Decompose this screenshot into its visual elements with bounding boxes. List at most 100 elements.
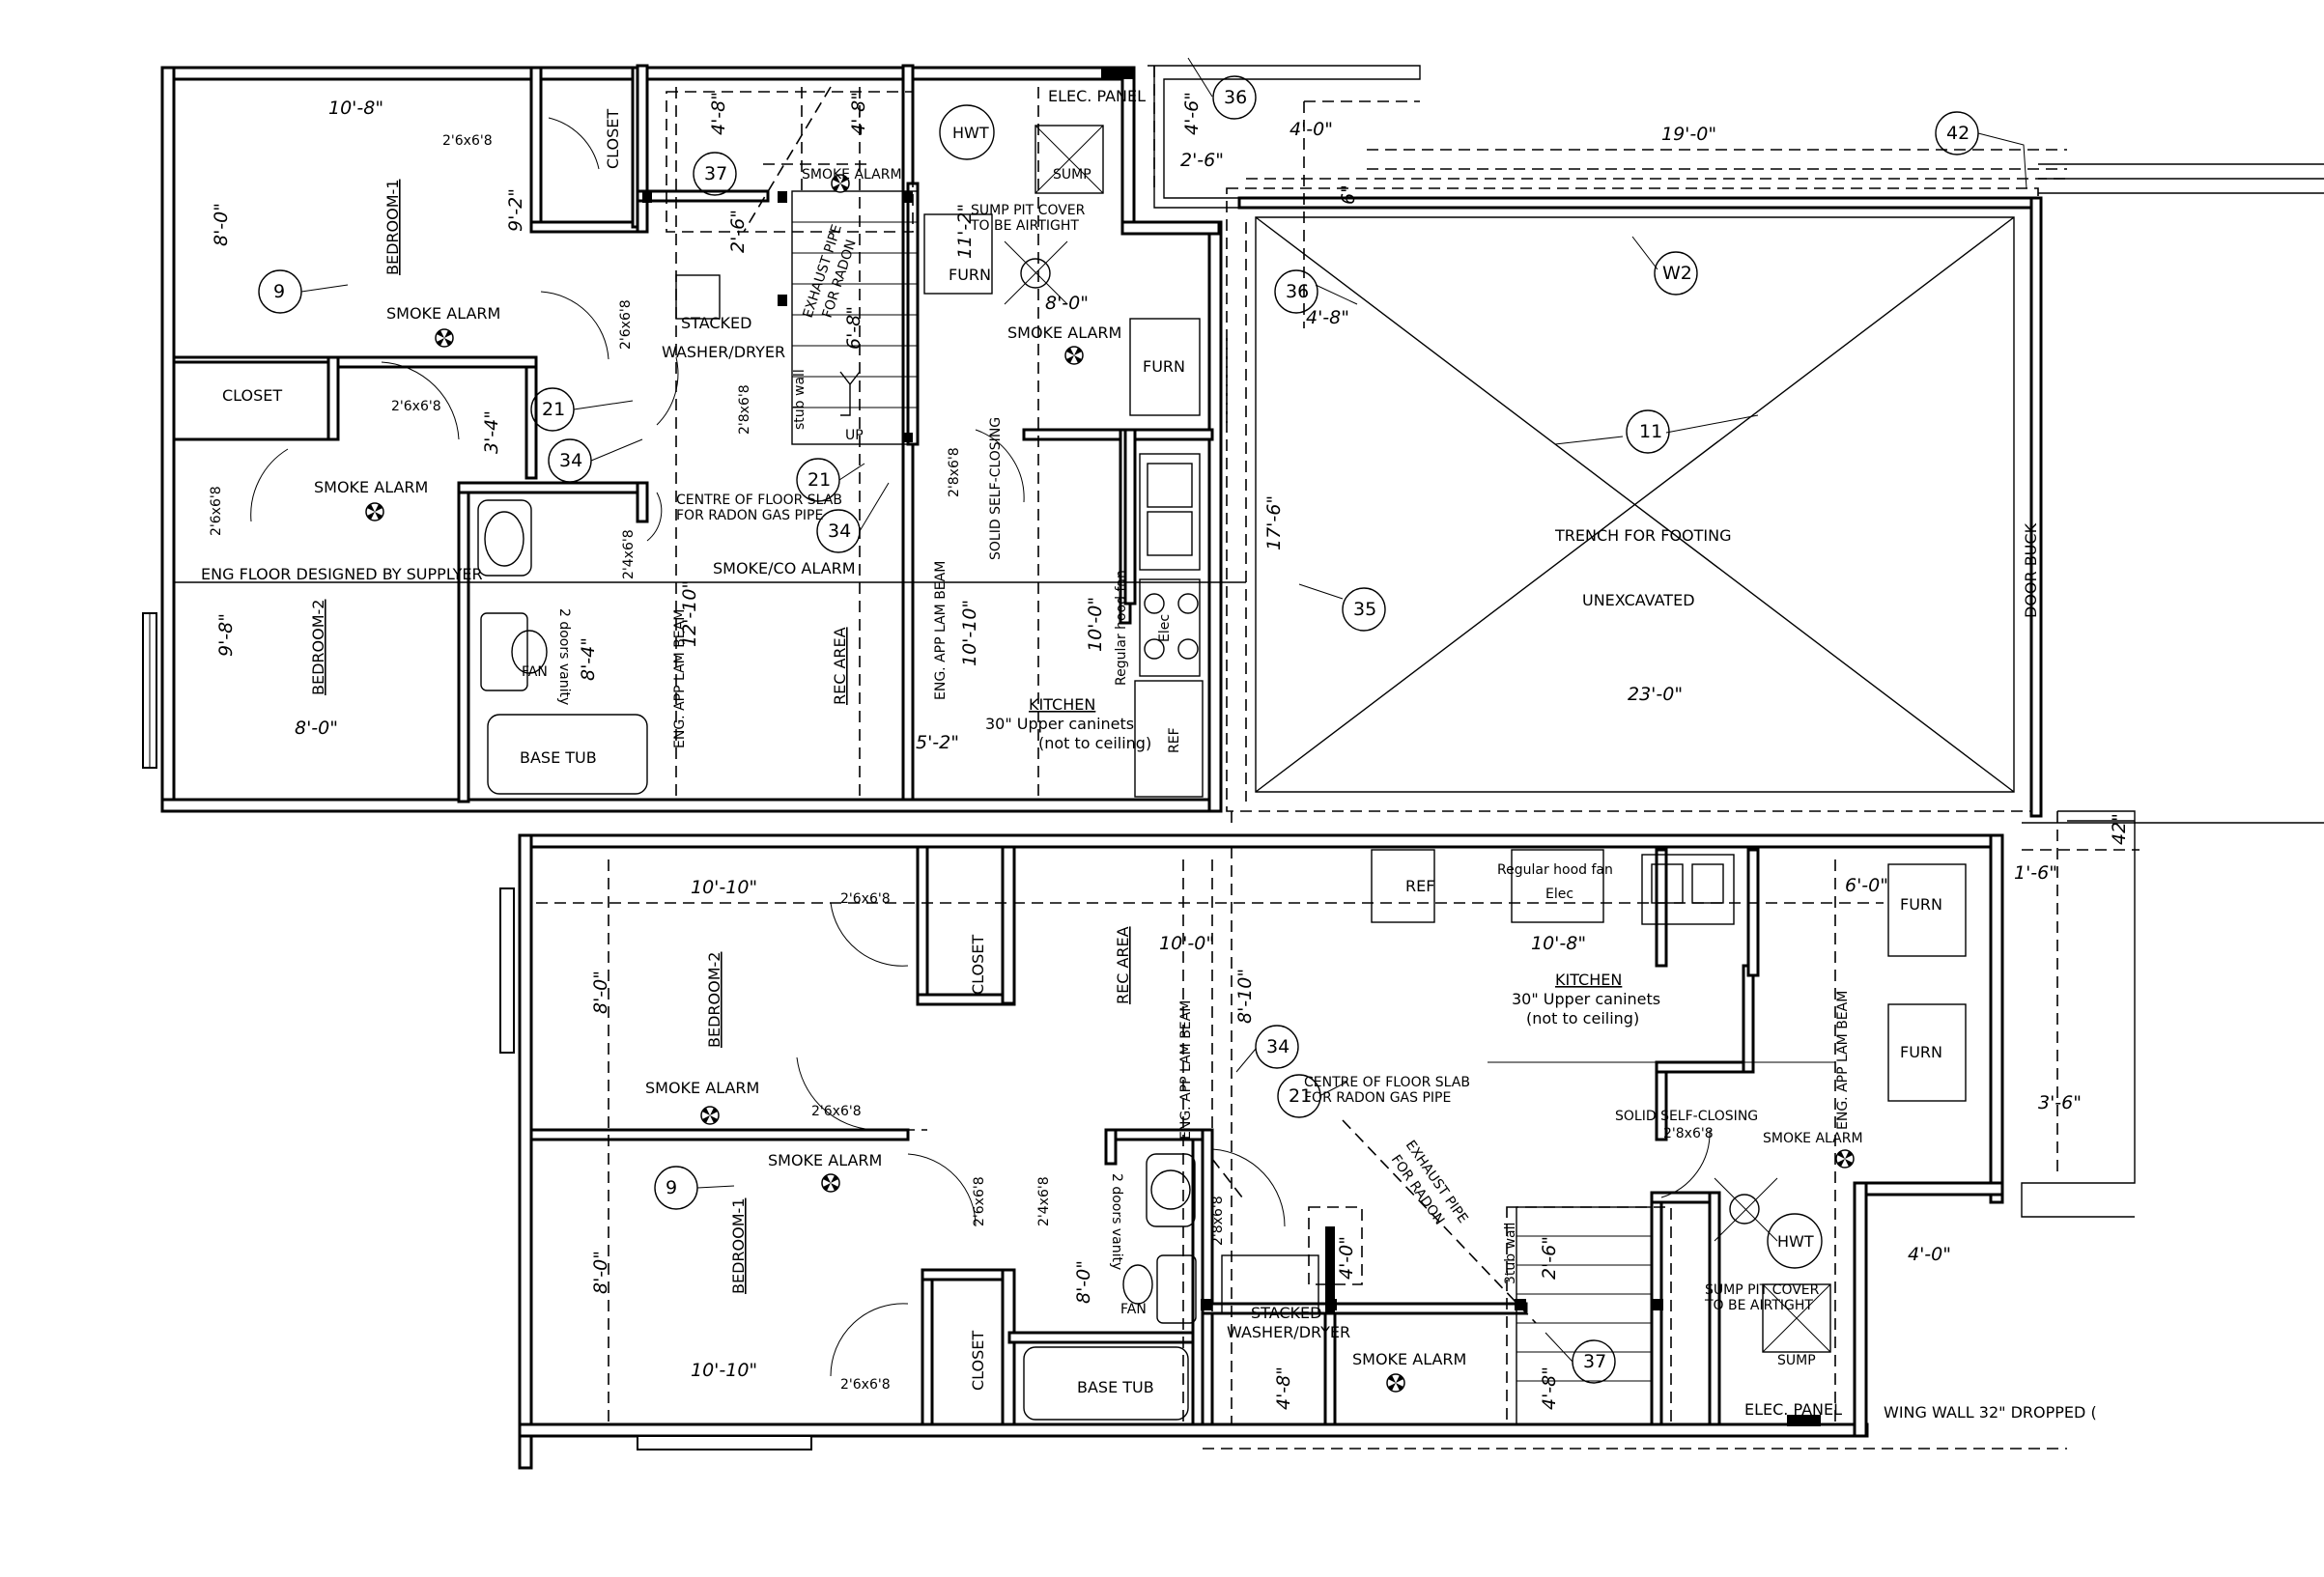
- dim-lower-2-6: 2'-6": [1539, 1236, 1560, 1280]
- room-lower-bedroom-1: BEDROOM-1: [729, 1198, 748, 1294]
- door-upper-stair: 2'8x6'8: [737, 384, 752, 435]
- label-upper-smoke-mech: SMOKE ALARM: [1007, 324, 1121, 342]
- note-upper-elec-panel: ELEC. PANEL: [1048, 87, 1146, 105]
- label-lower-fan: FAN: [1120, 1302, 1147, 1317]
- dim-upper-9-8: 9'-8": [215, 613, 237, 657]
- label-upper-closet-b: CLOSET: [222, 386, 282, 405]
- dim-lower-4-8-a: 4'-8": [1273, 1366, 1294, 1410]
- note-lower-sump-cover-2: TO BE AIRTIGHT: [1704, 1298, 1813, 1313]
- room-upper-rec-area: REC AREA: [831, 627, 849, 705]
- label-lower-smoke-bed1: SMOKE ALARM: [768, 1151, 882, 1169]
- label-upper-up: UP: [845, 428, 864, 443]
- room-lower-bedroom-2: BEDROOM-2: [705, 952, 723, 1048]
- dim-upper-4-8-b: 4'-8": [848, 92, 869, 135]
- dim-lower-10-0: 10'-0": [1159, 933, 1214, 954]
- tag-lower-21: 21: [1289, 1085, 1312, 1107]
- door-upper-laundry: 2'6x6'8: [618, 299, 634, 350]
- dim-upper-3-4: 3'-4": [481, 410, 502, 454]
- dim-garage-2-6: 2'-6": [1180, 150, 1224, 171]
- label-lower-hwt: HWT: [1777, 1232, 1814, 1251]
- room-upper-bedroom-1: BEDROOM-1: [383, 180, 402, 275]
- dim-upper-10-0: 10'-0": [1085, 597, 1106, 652]
- dim-lower-4-0: 4'-0": [1336, 1236, 1357, 1280]
- dim-upper-4-8-a: 4'-8": [708, 92, 729, 135]
- dim-garage-4-0: 4'-0": [1290, 119, 1333, 140]
- note-upper-radon-1: CENTRE OF FLOOR SLAB: [676, 493, 842, 508]
- dim-lower-4-8-b: 4'-8": [1539, 1366, 1560, 1410]
- dim-garage-4-6: 4'-6": [1181, 92, 1203, 135]
- note-upper-sump-cover-2: TO BE AIRTIGHT: [970, 218, 1079, 234]
- tag-upper-21a: 21: [542, 399, 565, 420]
- label-upper-ref: REF: [1167, 727, 1182, 753]
- dim-garage-19-0: 19'-0": [1661, 124, 1716, 145]
- dim-lower-10-8: 10'-8": [1531, 933, 1586, 954]
- dim-lower-8-0-bath: 8'-0": [1073, 1260, 1094, 1304]
- door-lower-laundry: 2'8x6'8: [1210, 1196, 1226, 1246]
- door-lower-bed1: 2'6x6'8: [972, 1176, 987, 1226]
- note-lower-radon-1: CENTRE OF FLOOR SLAB: [1304, 1075, 1470, 1090]
- label-lower-stacked: STACKED: [1251, 1304, 1321, 1322]
- upper-unit-fixtures: [477, 104, 1204, 798]
- dim-garage-1-6: 1'-6": [2014, 862, 2057, 884]
- room-upper-bedroom-2: BEDROOM-2: [309, 600, 327, 695]
- tag-garage-11: 11: [1639, 421, 1662, 442]
- dim-upper-10-10: 10'-10": [959, 600, 980, 666]
- label-upper-stacked: STACKED: [681, 314, 751, 332]
- note-upper-hood: Regular hood fan: [1114, 570, 1129, 686]
- label-lower-furn-a: FURN: [1900, 895, 1942, 914]
- note-upper-vanity: 2 doors vanity: [556, 608, 572, 705]
- note-upper-sump-cover-1: SUMP PIT COVER: [971, 203, 1086, 218]
- dim-upper-bed1-width: 10'-8": [328, 98, 383, 119]
- tag-upper-34b: 34: [828, 521, 851, 542]
- smoke-alarm-icon: [821, 1173, 840, 1193]
- lower-door-swings: [796, 902, 1711, 1377]
- note-lower-beam-b: ENG. APP LAM BEAM: [1835, 991, 1851, 1130]
- label-lower-smoke-bed2: SMOKE ALARM: [645, 1079, 759, 1097]
- label-lower-smoke-mech: SMOKE ALARM: [1763, 1131, 1863, 1146]
- tag-garage-42: 42: [1946, 123, 1970, 144]
- door-lower-bed2: 2'6x6'8: [811, 1104, 862, 1119]
- dim-garage-17-6: 17'-6": [1263, 495, 1285, 550]
- dim-upper-9-2: 9'-2": [505, 188, 526, 232]
- smoke-alarm-icon: [435, 328, 454, 348]
- note-upper-not-ceiling: (not to ceiling): [1038, 734, 1151, 752]
- label-lower-sump: SUMP: [1777, 1353, 1816, 1368]
- upper-unit-walls: [160, 64, 1223, 813]
- window-icon: [142, 612, 157, 769]
- upper-door-swings: [250, 117, 1025, 542]
- upper-stairs: [791, 190, 919, 445]
- dim-upper-bed2-width: 8'-0": [295, 718, 338, 739]
- label-upper-smoke-co: SMOKE/CO ALARM: [713, 559, 856, 577]
- door-upper-closet: 2'6x6'8: [391, 399, 441, 414]
- dim-lower-bed2-width: 10'-10": [691, 877, 757, 898]
- label-upper-furn-b: FURN: [1143, 357, 1185, 376]
- dim-garage-4-8: 4'-8": [1306, 307, 1349, 328]
- label-upper-washer-dryer: WASHER/DRYER: [662, 343, 785, 361]
- label-upper-sump: SUMP: [1053, 167, 1091, 183]
- note-lower-wing-wall: WING WALL 32" DROPPED (: [1884, 1403, 2097, 1422]
- label-upper-hwt: HWT: [952, 124, 989, 142]
- label-lower-ref: REF: [1405, 877, 1434, 895]
- label-upper-smoke-bed2: SMOKE ALARM: [314, 478, 428, 496]
- note-lower-hood: Regular hood fan: [1497, 862, 1613, 878]
- note-upper-uppers: 30" Upper caninets: [985, 715, 1134, 733]
- note-garage-trench: TRENCH FOR FOOTING: [1554, 526, 1732, 545]
- label-upper-fan: FAN: [522, 664, 548, 680]
- lower-dashed-lines: [536, 847, 2067, 1450]
- note-lower-uppers: 30" Upper caninets: [1512, 990, 1660, 1008]
- label-lower-closet-a: CLOSET: [969, 935, 987, 995]
- tag-lower-37: 37: [1583, 1351, 1606, 1372]
- tag-garage-w2: W2: [1662, 263, 1692, 284]
- label-lower-closet-b: CLOSET: [969, 1331, 987, 1391]
- note-lower-solid-closing: SOLID SELF-CLOSING: [1615, 1109, 1758, 1124]
- dim-upper-5-2: 5'-2": [916, 732, 959, 753]
- label-lower-furn-b: FURN: [1900, 1043, 1942, 1061]
- smoke-alarm-icon: [700, 1106, 720, 1125]
- dim-lower-bed2-depth: 8'-0": [590, 971, 611, 1014]
- door-upper-mech: 2'8x6'8: [947, 447, 962, 497]
- door-upper-bath: 2'4x6'8: [621, 529, 637, 579]
- note-upper-stub: stub wall: [792, 369, 808, 430]
- dim-upper-8-4: 8'-4": [578, 637, 599, 681]
- smoke-alarm-icon: [1835, 1149, 1855, 1169]
- dim-upper-bed1-depth: 8'-0": [211, 203, 232, 246]
